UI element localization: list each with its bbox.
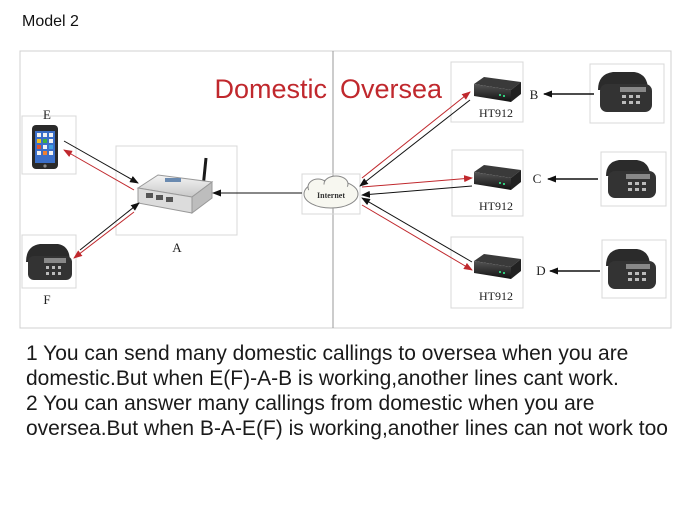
node-label-b: B	[530, 87, 539, 102]
arrow-internet-to-c	[361, 175, 473, 188]
device-label-b: HT912	[479, 106, 513, 120]
arrow-b-to-internet	[359, 99, 471, 187]
arrow-c-to-internet	[361, 185, 473, 198]
node-frame-internet	[301, 173, 361, 215]
region-title-domestic: Domestic	[214, 74, 327, 104]
arrow-internet-to-b	[361, 91, 471, 179]
node-frame-ht912-b	[450, 61, 524, 123]
node-frame-ht912-d	[450, 236, 524, 309]
desk-phone-icon-f	[26, 244, 72, 280]
node-label-f: F	[43, 292, 50, 307]
desk-phone-icon-d	[606, 249, 656, 289]
arrow-f-to-a	[79, 202, 140, 251]
node-label-c: C	[533, 171, 542, 186]
caption: 1 You can send many domestic callings to…	[26, 341, 676, 441]
ht912-device-icon-d	[474, 254, 521, 279]
mobile-phone-icon	[32, 125, 58, 169]
region-title-oversea: Oversea	[340, 74, 443, 104]
node-label-d: D	[536, 263, 545, 278]
network-diagram: Model 2 Domestic Oversea E F	[19, 13, 672, 329]
node-label-a: A	[172, 240, 182, 255]
node-label-e: E	[43, 107, 51, 122]
node-frame-e	[21, 115, 77, 175]
device-label-d: HT912	[479, 289, 513, 303]
gsm-gateway-icon	[136, 157, 214, 214]
arrow-e-to-a	[63, 140, 139, 184]
node-frame-phone-c	[600, 151, 667, 207]
ht912-device-icon-c	[474, 165, 521, 190]
ht912-device-icon-b	[474, 77, 521, 102]
node-frame-a	[115, 145, 238, 236]
arrow-a-to-e	[63, 149, 135, 191]
node-frame-f	[21, 234, 77, 289]
cloud-icon	[303, 175, 359, 209]
caption-line-2: 2 You can answer many callings from dome…	[26, 392, 668, 440]
connection-arrows	[63, 90, 600, 275]
caption-line-1: 1 You can send many domestic callings to…	[26, 342, 629, 390]
arrow-internet-to-d	[361, 204, 473, 271]
node-frame-phone-d	[601, 239, 667, 299]
diagram-title: Model 2	[22, 13, 79, 30]
desk-phone-icon-b	[598, 72, 652, 112]
internet-label: Internet	[317, 191, 345, 200]
desk-phone-icon-c	[606, 160, 656, 198]
arrow-a-to-f	[73, 211, 135, 259]
device-label-c: HT912	[479, 199, 513, 213]
diagram-frame	[19, 50, 672, 329]
arrow-d-to-internet	[361, 197, 473, 263]
node-frame-ht912-c	[451, 149, 524, 217]
